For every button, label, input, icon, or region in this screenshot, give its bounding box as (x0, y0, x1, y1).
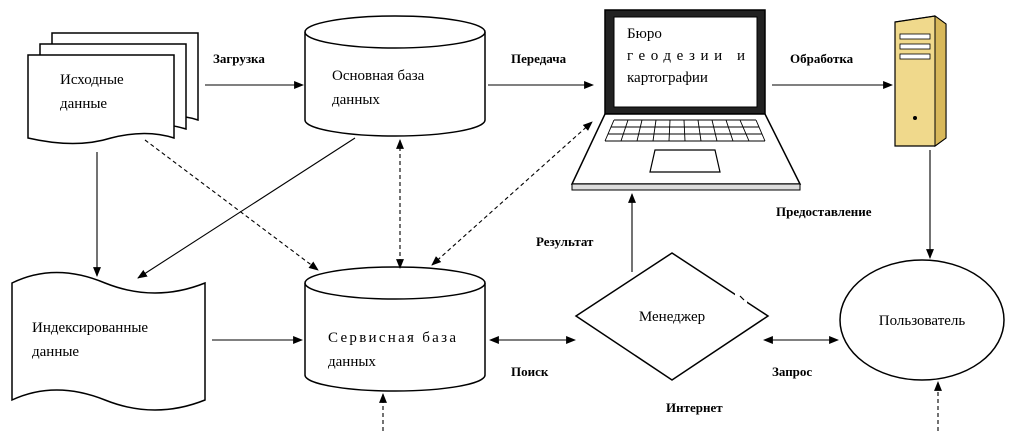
main-db-label-1: Основная база (332, 68, 425, 84)
main-db-label-2: данных (332, 92, 380, 108)
source-data-label-2: данные (60, 96, 107, 112)
service-db-label-2: данных (328, 354, 376, 370)
laptop-touchpad-icon (649, 149, 721, 173)
service-db-label-1: Сервисная база (328, 330, 456, 346)
internet-label: Интернет (666, 400, 723, 415)
indexed-data-label-1: Индексированные (32, 320, 148, 336)
server-tower-icon (894, 15, 947, 147)
main-database-node: Основная база данных (304, 15, 486, 137)
result-label: Результат (536, 234, 594, 249)
bureau-laptop-node: Бюро геодезии и картографии (570, 9, 802, 191)
laptop-keyboard-icon (604, 119, 766, 142)
indexed-data-node: Индексированные данные (11, 271, 206, 411)
bureau-label-3: картографии (627, 70, 708, 86)
indexed-data-label-2: данные (32, 344, 79, 360)
user-node: Пользователь (839, 259, 1005, 381)
source-data-node: Исходные данные (27, 32, 199, 145)
service-database-node: Сервисная база данных (304, 266, 486, 392)
processing-label: Обработка (790, 51, 854, 66)
manager-label: Менеджер (639, 309, 705, 325)
bureau-label-1: Бюро (627, 26, 662, 42)
source-data-label-1: Исходные (60, 72, 124, 88)
source-to-servicedb-dashed-arrow (144, 139, 319, 271)
search-label: Поиск (511, 364, 549, 379)
user-label: Пользователь (879, 313, 966, 329)
request-label: Запрос (772, 364, 812, 379)
upload-label: Загрузка (213, 51, 265, 66)
manager-node: Менеджер (574, 252, 770, 381)
transfer-label: Передача (511, 51, 567, 66)
provision-label: Предоставление (776, 204, 872, 219)
servicedb-bureau-dashed-arrow (431, 121, 593, 266)
maindb-to-indexed-arrow (137, 137, 356, 279)
